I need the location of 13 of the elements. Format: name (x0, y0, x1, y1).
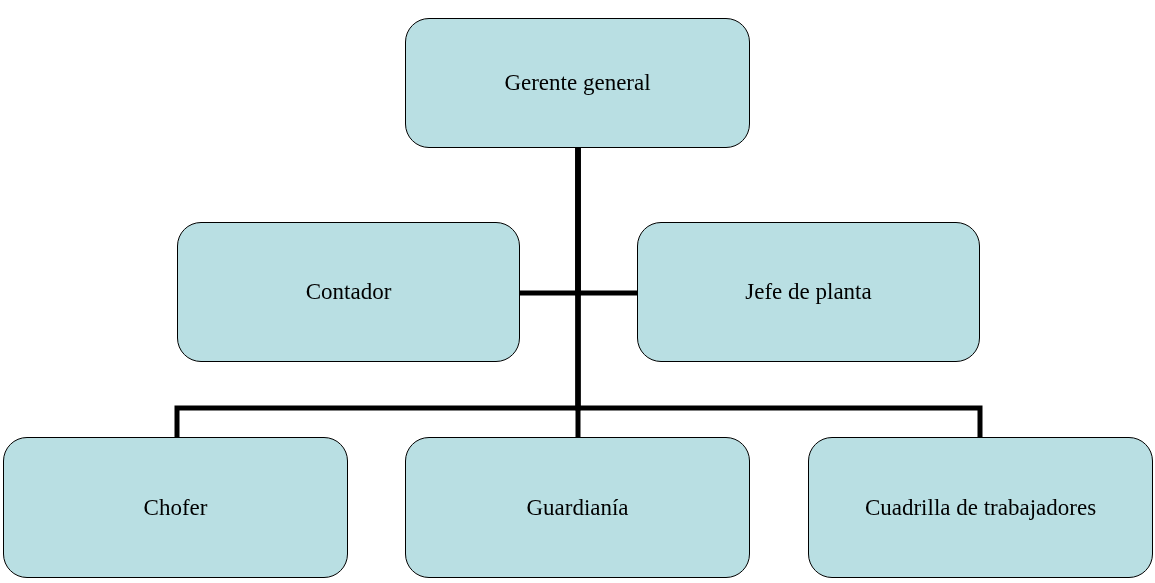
role-title: Jefe de planta (745, 279, 872, 305)
role-title: Cuadrilla de trabajadores (864, 494, 1097, 521)
connector-line (575, 148, 983, 437)
role-box (3, 437, 348, 578)
role-title: Contador (305, 279, 392, 305)
role-box (637, 222, 980, 362)
role-box (405, 18, 750, 148)
role-title: Gerente general (504, 70, 651, 96)
role-box (808, 437, 1153, 578)
role-title: Guardianía (526, 494, 629, 521)
role-box (405, 437, 750, 578)
role-box (177, 222, 520, 362)
role-title: Chofer (143, 494, 208, 521)
